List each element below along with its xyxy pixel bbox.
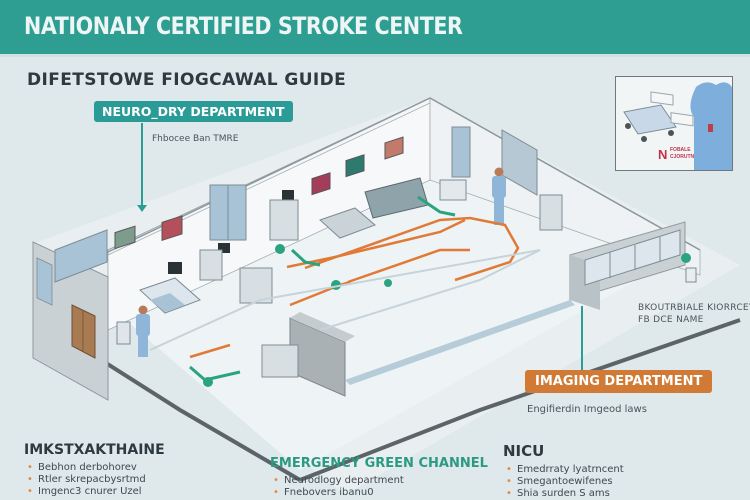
hallway-strip [345,300,575,385]
legend-item: •Smegantoewifenes [506,476,613,487]
bullet-icon: • [27,462,33,473]
green-channel-marker-icon [681,253,691,263]
legend-item: •Fnebovers ibanu0 [273,487,374,498]
legend-title: IMKSTXAKTHAINE [24,442,165,458]
imaging-note: Engifierdin Imgeod laws [527,404,647,415]
equipment-cart [261,344,299,378]
back-door [451,126,471,178]
legend-title: NICU [503,442,545,460]
side-note-line-2: FB DCE NAME [638,315,704,325]
legend-item: •Rtler skrepacbysrtmd [27,474,146,485]
guide-subtitle: DIFETSTOWE FIOGCAWAL GUIDE [27,70,347,90]
green-channel-route [417,195,456,217]
legend-block: IMKSTXAKTHAINE •Bebhon derbohorev •Rtler… [24,442,165,498]
header-bar: NATIONALY CERTIFIED STROKE CENTER [0,0,750,57]
emergency-route [304,216,520,282]
legend-item: •Neurodlogy department [273,475,404,486]
bullet-icon: • [506,464,512,475]
left-door [71,304,96,359]
monitor [168,262,182,274]
neurology-pointer-line [141,123,143,208]
bed-center [319,207,376,239]
wall-frame [384,136,404,160]
equipment-cart [539,194,563,231]
emergency-route [189,343,231,359]
bullet-icon: • [27,474,33,485]
partition-window [584,229,681,286]
route-marker-icon [203,377,213,387]
legend-block-nicu: NICU •Emedrraty lyatrncent •Smegantoewif… [503,442,624,500]
equipment-cart [239,267,273,304]
equipment-cart [199,249,223,281]
wall-frame [345,154,365,178]
wall-frame [311,172,331,196]
staff-person-left [136,305,150,357]
wall-frame [114,225,136,250]
inset-illustration: N FOBALE CJORUTN [615,76,733,171]
emergency-route [347,248,470,284]
equipment-cart [439,179,467,201]
left-window [36,257,53,306]
right-window [501,129,538,196]
legend-title: EMERGENCY GREEN CHANNEL [270,456,488,471]
neurology-department-tag[interactable]: NEURO_DRY DEPARTMENT [94,101,293,122]
floor-edge-right [299,318,741,482]
legend-item: •Bebhon derbohorev [27,462,137,473]
imaging-department-tag[interactable]: IMAGING DEPARTMENT [525,370,713,393]
bullet-icon: • [27,486,33,497]
monitor [282,190,294,200]
green-channel-route [290,248,321,267]
inset-label-small: CJORUTN [670,154,695,160]
inset-label-small: FOBALE [670,147,691,153]
bullet-icon: • [273,487,279,498]
side-note-line-1: BKOUTRBIALE KIORRCEY [638,303,750,313]
neurology-pointer-arrow-icon [137,205,147,212]
wall-frame [161,215,183,242]
legend-item: •Imgenc3 cnurer Uzel [27,486,142,497]
inset-bed [623,104,677,135]
route-marker-icon [275,244,285,254]
bullet-icon: • [506,488,512,499]
monitor [218,243,230,253]
staff-person-right [492,167,506,225]
legend-item: •Emedrraty lyatrncent [506,464,624,475]
bullet-icon: • [273,475,279,486]
equipment-cart [269,199,299,241]
legend-block-green-channel: EMERGENCY GREEN CHANNEL •Neurodlogy depa… [270,456,488,499]
imaging-pointer-line [581,306,583,372]
back-window [54,229,108,283]
legend-item: •Shia surden S ams [506,488,610,499]
trash-bin [116,321,131,345]
route-marker-icon [384,279,392,287]
neurology-note: Fhbocee Ban TMRE [152,134,239,144]
page-title: NATIONALY CERTIFIED STROKE CENTER [24,12,463,40]
inset-label-big: N [658,147,667,162]
bullet-icon: • [506,476,512,487]
